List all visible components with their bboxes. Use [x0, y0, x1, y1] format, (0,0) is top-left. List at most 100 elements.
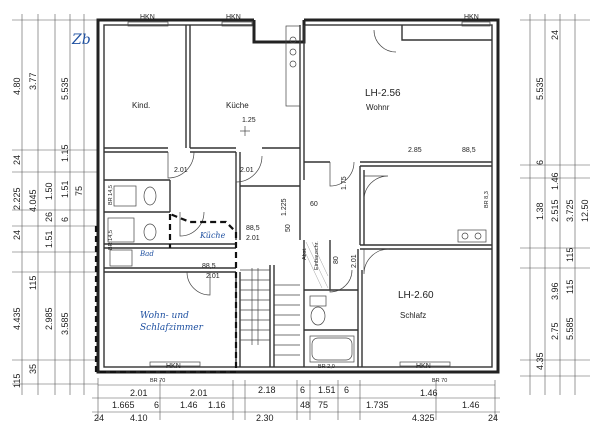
bottom-dimensions-row1: 2.01 2.01 1.46	[130, 388, 438, 398]
dim-bottom: 2.30	[256, 413, 274, 423]
dim-left: 4.80	[12, 77, 22, 95]
dim-inner: 1.75	[341, 176, 348, 190]
dim-inner: 80	[333, 256, 340, 264]
dim-right: 5.535	[535, 77, 545, 100]
left-dimensions: 4.80 3.77 5.535 24 1.15 2.225 4.045 1.50…	[12, 72, 84, 388]
dim-left: 35	[28, 364, 38, 374]
dim-bottom: 4.325	[412, 413, 435, 423]
dim-bottom: 2.01	[130, 388, 148, 398]
right-dimensions: 5.535 5.585 1.38 6 1.46 2.515 3.725 12.5…	[535, 30, 590, 370]
bottom-dimensions-row3: 24 4.10 2.30 48 75 4.325 24	[94, 400, 498, 423]
dim-right: 4.35	[535, 352, 545, 370]
dim-left: 24	[12, 230, 22, 240]
fixtures	[107, 21, 491, 367]
dim-inner: 88,5	[246, 225, 260, 232]
dim-inner: 2.85	[408, 147, 422, 154]
dim-bottom: 6	[154, 400, 159, 410]
dim-right: 2.515	[550, 199, 560, 222]
dim-bottom: 2.18	[258, 385, 276, 395]
dim-right: 3.96	[550, 282, 560, 300]
right-dimension-lines	[520, 14, 590, 395]
dim-bottom: 1.46	[180, 400, 198, 410]
staircase	[240, 268, 300, 356]
dim-left: 4.045	[28, 189, 38, 212]
dim-left: 1.50	[44, 182, 54, 200]
dim-inner: 2.01	[240, 167, 254, 174]
dim-right: 1.46	[550, 172, 560, 190]
br-label-bath: BR 14,5	[108, 185, 114, 205]
br-label-bath2: BR 14,5	[108, 230, 114, 250]
room-label-abst: Abst.	[302, 247, 308, 260]
dim-inner: 2.01	[174, 167, 188, 174]
dim-right: 1.38	[535, 202, 545, 220]
dim-right: 115	[565, 248, 575, 262]
dim-bottom: 1.46	[462, 400, 480, 410]
dim-bottom: 1.665	[112, 400, 135, 410]
dim-left: 6	[60, 217, 70, 222]
ceiling-height-bottom: LH-2.60	[398, 290, 434, 301]
outer-walls	[96, 16, 500, 374]
hkn-label-4: HKN	[166, 363, 181, 370]
room-label-schlafz: Schlafz	[400, 311, 426, 320]
br-label-right-room: BR 8,3	[484, 191, 490, 208]
dim-bottom: 1.735	[366, 400, 389, 410]
hand-label-kueche: Küche	[199, 231, 226, 240]
dim-left: 75	[74, 186, 84, 196]
br-label-bottom: BR 2,0	[318, 364, 335, 370]
room-label-einbauschr: Einbauschr.	[314, 241, 320, 270]
dim-right: 3.725	[565, 199, 575, 222]
dim-bottom: 4.10	[130, 413, 148, 423]
dim-left: 2.225	[12, 187, 22, 210]
dim-inner: 88,5	[202, 263, 216, 270]
dim-right: 115	[565, 280, 575, 294]
dim-inner: 1.25	[242, 117, 256, 124]
dim-left: 1.51	[60, 180, 70, 198]
hand-label-bad: Bad	[139, 250, 154, 258]
dim-inner: 2.01	[206, 273, 220, 280]
dim-right: 6	[535, 160, 545, 165]
dim-left: 24	[12, 155, 22, 165]
room-labels: Kind. Küche Wohnr Schlafz LH-2.56 LH-2.6…	[132, 88, 434, 320]
dim-left: 4.435	[12, 307, 22, 330]
dashed-unit-outline	[94, 212, 238, 374]
dim-left: 26	[44, 212, 54, 222]
br-label-left: BR 70	[150, 378, 165, 384]
hkn-label-1: HKN	[140, 14, 155, 21]
room-label-wohnr: Wohnr	[366, 103, 390, 112]
hkn-label-2: HKN	[226, 14, 241, 21]
inner-dimensions: 1.25 2.85 88,5 2.01 2.01 60 1.225 50 88,…	[174, 117, 476, 280]
dim-inner: 2.01	[246, 235, 260, 242]
dim-inner: 2.01	[351, 254, 358, 268]
door-swings	[167, 29, 397, 296]
dim-right: 2.75	[550, 322, 560, 340]
room-label-kind: Kind.	[132, 101, 150, 110]
dim-left: 1.15	[60, 144, 70, 162]
bottom-dimension-lines	[92, 378, 500, 420]
room-label-kueche: Küche	[226, 101, 249, 110]
dim-bottom: 48	[300, 400, 310, 410]
dim-bottom: 6	[344, 385, 349, 395]
dim-bottom: 2.01	[190, 388, 208, 398]
dim-inner: 88,5	[462, 147, 476, 154]
hand-label-schlafzimmer: Schlafzimmer	[140, 323, 204, 333]
dim-left: 2.985	[44, 307, 54, 330]
dim-bottom: 1.51	[318, 385, 336, 395]
dim-left: 115	[12, 374, 22, 388]
dim-bottom: 24	[488, 413, 498, 423]
hkn-label-3: HKN	[464, 14, 479, 21]
dim-bottom: 75	[318, 400, 328, 410]
hand-label-wohn-und: Wohn- und	[140, 311, 189, 321]
dim-right: 5.585	[565, 317, 575, 340]
dim-inner: 60	[310, 201, 318, 208]
dim-left: 3.585	[60, 312, 70, 335]
left-dimension-lines	[12, 14, 98, 395]
br-label-right: BR 70	[432, 378, 447, 384]
hkn-label-5: HKN	[416, 363, 431, 370]
dim-right: 24	[550, 30, 560, 40]
dim-left: 5.535	[60, 77, 70, 100]
dim-bottom: 1.16	[208, 400, 226, 410]
ceiling-height-top: LH-2.56	[365, 88, 401, 99]
dim-inner: 50	[285, 224, 292, 232]
dim-left: 3.77	[28, 72, 38, 90]
